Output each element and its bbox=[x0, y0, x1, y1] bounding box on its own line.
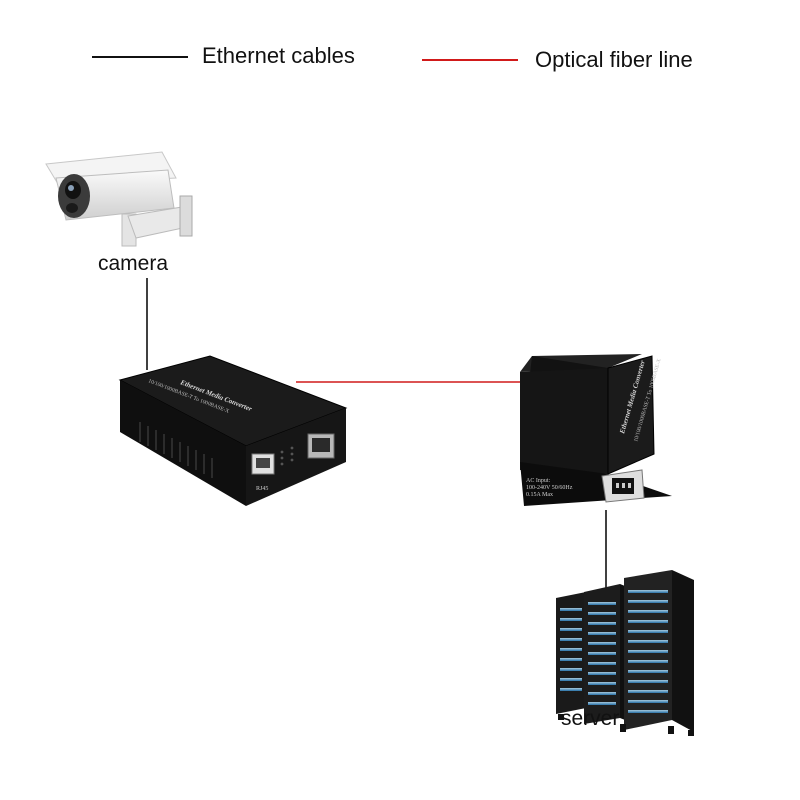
server-label: server bbox=[561, 707, 620, 730]
ac-input-line1: AC Input: bbox=[526, 478, 551, 484]
media-converter-right: Ethernet Media Converter 10/100/1000BASE… bbox=[520, 354, 672, 506]
media-converter-left: RJ45 Ethernet Media Converter 10/100/100… bbox=[118, 355, 348, 506]
legend-fiber-label: Optical fiber line bbox=[535, 47, 693, 72]
ac-input-line3: 0.15A Max bbox=[526, 492, 553, 498]
ac-input-line2: 100-240V 50/60Hz bbox=[526, 485, 573, 491]
rj45-port-label: RJ45 bbox=[256, 486, 268, 492]
legend-fiber-swatch bbox=[422, 59, 518, 61]
legend-ethernet-label: Ethernet cables bbox=[202, 43, 355, 68]
camera-label: camera bbox=[98, 252, 169, 275]
server-rack-icon bbox=[556, 570, 694, 736]
security-camera-icon bbox=[45, 151, 193, 247]
legend-ethernet-swatch bbox=[92, 56, 188, 58]
